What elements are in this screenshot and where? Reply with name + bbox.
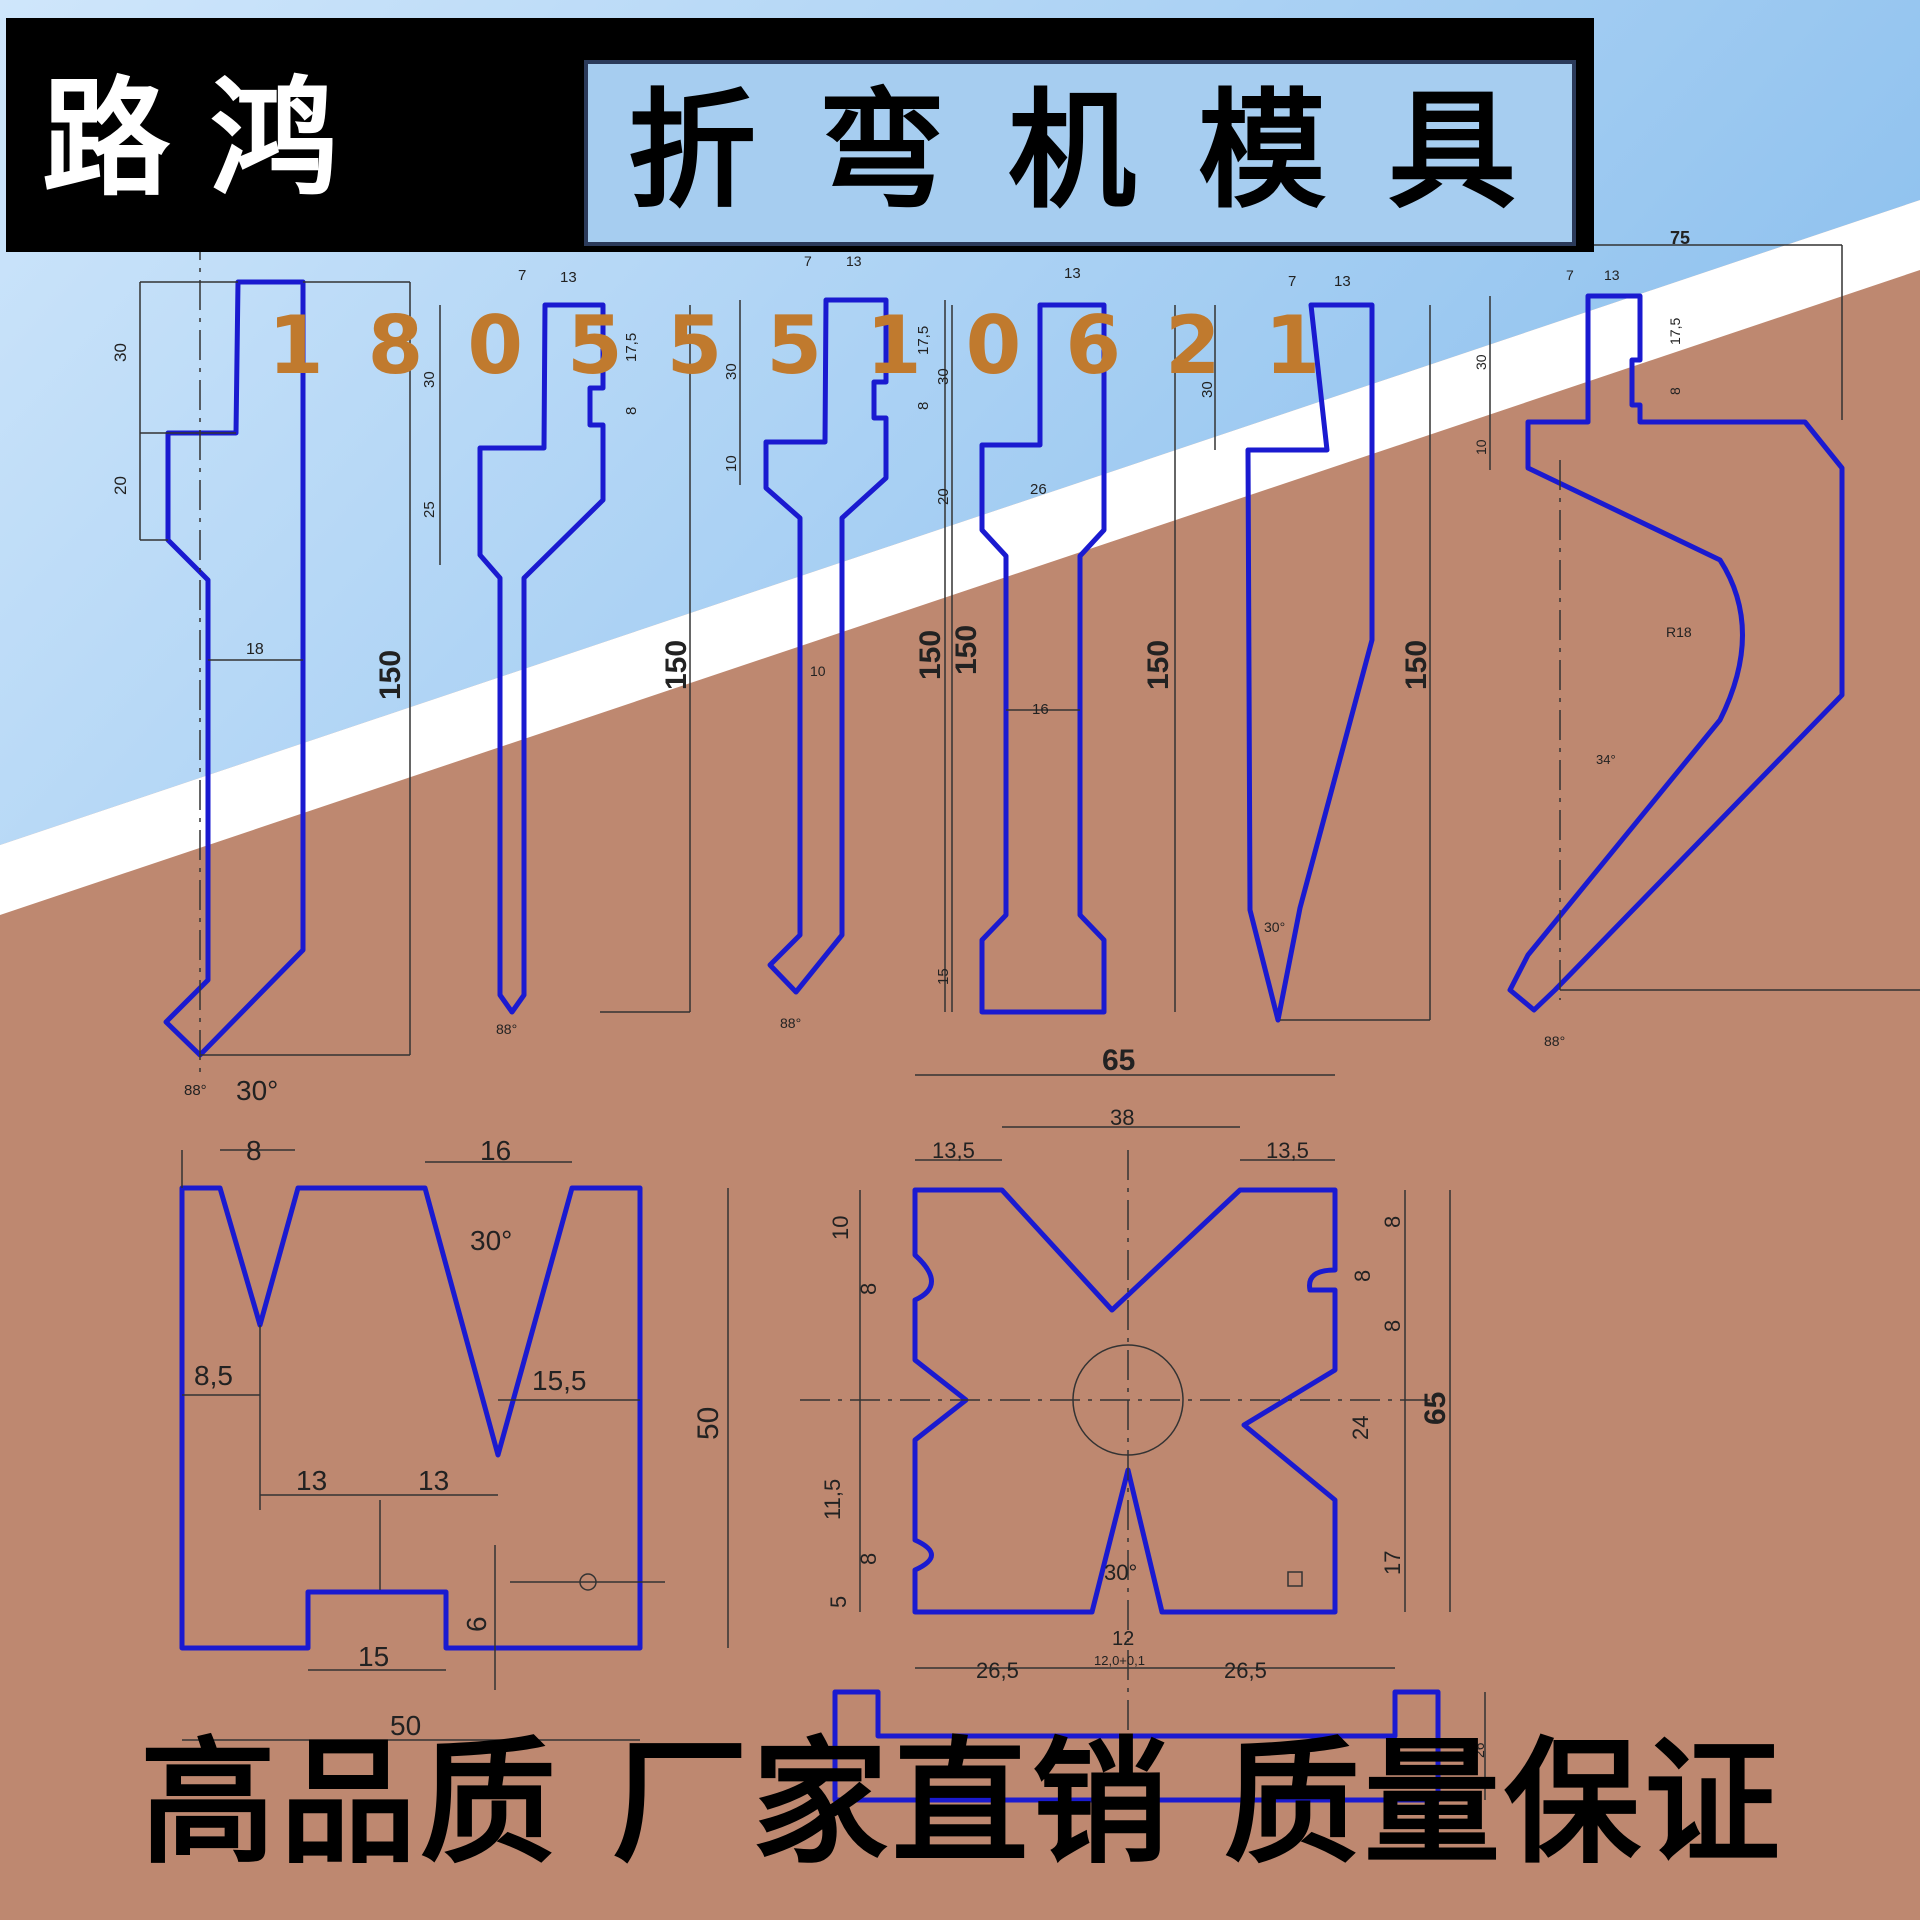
p6-dim-88: 88°: [1544, 1033, 1565, 1049]
die1-dim-15-5: 15,5: [532, 1365, 587, 1396]
clamp-outline: [832, 1689, 1441, 1803]
p4-dim-30: 30: [935, 368, 952, 385]
die1-dim-13b: 13: [418, 1465, 449, 1496]
p1-dim-18: 18: [246, 641, 264, 658]
p2-dim-17-5: 17,5: [623, 333, 640, 362]
die1-dim-8: 8: [246, 1135, 262, 1166]
p2-dim-angle: 88°: [496, 1021, 517, 1037]
p1-dim-150: 150: [374, 650, 407, 700]
p6-dim-10: 10: [1473, 439, 1489, 455]
p3-dim-8: 8: [915, 402, 932, 410]
die2-dim-17: 17: [1380, 1551, 1405, 1575]
die1-dim-30b: 30°: [470, 1225, 512, 1256]
die2-dim-38: 38: [1110, 1105, 1134, 1130]
p6-dim-7: 7: [1566, 267, 1574, 283]
p2-dim-25: 25: [421, 501, 438, 518]
header-bar: 路鸿 折弯机模具: [6, 18, 1594, 252]
die1-dim-50b: 50: [390, 1710, 421, 1741]
die2-dim-65a: 65: [1102, 1044, 1135, 1077]
die-2-outline: [912, 1187, 1338, 1615]
die1-dim-30a: 30°: [236, 1075, 278, 1106]
die1-dim-13a: 13: [296, 1465, 327, 1496]
phone-number: 18055510621: [268, 299, 1365, 392]
p3-dim-30: 30: [723, 363, 740, 380]
p3-dim-13: 13: [846, 253, 862, 269]
p5-dim-7: 7: [1288, 273, 1296, 290]
die2-dim-11-5: 11,5: [820, 1479, 845, 1520]
white-stripe: [0, 200, 1920, 915]
clamp-dim-26: 26: [1471, 1742, 1487, 1758]
p3-dim-17-5: 17,5: [915, 326, 932, 355]
slogan-guarantee: 质量保证: [1224, 1725, 1784, 1883]
die1-dim-50a: 50: [692, 1407, 725, 1440]
p4-dim-26: 26: [1030, 481, 1047, 498]
p4-dim-13: 13: [1064, 265, 1081, 282]
p6-dim-75: 75: [1670, 228, 1690, 248]
die2-dim-8a: 8: [856, 1283, 881, 1295]
p4-dim-20: 20: [935, 488, 952, 505]
p4-dim-150b: 150: [1142, 640, 1175, 690]
die2-dim-8e: 8: [856, 1553, 881, 1565]
page-title: 折弯机模具: [628, 77, 1579, 226]
p2-dim-30: 30: [421, 371, 438, 388]
die2-dim-13-5a: 13,5: [932, 1138, 975, 1163]
punch-1-outline: [163, 279, 306, 1058]
p1-dim-30: 30: [111, 343, 130, 362]
p6-dim-17-5: 17,5: [1667, 318, 1683, 345]
punch-4-outline: [979, 302, 1107, 1015]
p2-dim-13: 13: [560, 269, 577, 286]
die2-dim-26-5a: 26,5: [976, 1658, 1019, 1683]
p6-dim-30: 30: [1473, 354, 1489, 370]
p2-dim-150: 150: [660, 640, 693, 690]
die2-dim-5: 5: [826, 1596, 851, 1608]
die2-dim-10: 10: [828, 1216, 853, 1240]
punch-6-outline: [1507, 293, 1845, 1013]
p3-dim-10b: 10: [810, 663, 826, 679]
die2-dim-24: 24: [1348, 1416, 1373, 1440]
p5-dim-13: 13: [1334, 273, 1351, 290]
die1-dim-8-5: 8,5: [194, 1360, 233, 1391]
die2-dim-8c: 8: [1350, 1270, 1375, 1282]
die2-dim-26-5b: 26,5: [1224, 1658, 1267, 1683]
p4-dim-150a: 150: [950, 625, 983, 675]
die2-dim-8b: 8: [1380, 1216, 1405, 1228]
die2-dim-30: 30°: [1104, 1560, 1137, 1585]
die1-dim-6: 6: [461, 1616, 492, 1632]
p6-dim-r18: R18: [1666, 624, 1692, 640]
slogan-quality: 高品质: [140, 1725, 560, 1883]
die1-dim-16: 16: [480, 1135, 511, 1166]
p6-dim-8: 8: [1667, 387, 1683, 395]
punch-5-outline: [1245, 302, 1375, 1023]
title-box: 折弯机模具: [584, 60, 1576, 246]
die1-dim-15: 15: [358, 1641, 389, 1672]
brand-name: 路鸿: [42, 65, 379, 214]
die-1-outline: [179, 1185, 643, 1651]
p3-dim-10a: 10: [723, 455, 740, 472]
p1-dim-20: 20: [111, 476, 130, 495]
p6-dim-34: 34°: [1596, 752, 1616, 767]
p2-dim-7: 7: [518, 267, 526, 284]
p5-dim-angle: 30°: [1264, 919, 1285, 935]
p2-dim-8: 8: [623, 407, 640, 415]
die2-dim-12-tol: 12,0+0,1: [1094, 1653, 1145, 1668]
die2-dim-13-5b: 13,5: [1266, 1138, 1309, 1163]
punch-3-outline: [763, 297, 889, 995]
die2-dim-8d: 8: [1380, 1320, 1405, 1332]
p3-dim-7: 7: [804, 253, 812, 269]
punch-2-outline: [477, 302, 606, 1015]
slogan: 高品质厂家直销质量保证: [140, 1736, 1836, 1872]
p6-dim-13: 13: [1604, 267, 1620, 283]
p4-dim-16: 16: [1032, 701, 1049, 718]
die2-dim-65b: 65: [1419, 1392, 1452, 1425]
p1-dim-angle: 88°: [184, 1082, 207, 1099]
p4-dim-15: 15: [935, 968, 952, 985]
p5-dim-150: 150: [1400, 640, 1433, 690]
p5-dim-30: 30: [1199, 381, 1216, 398]
p3-dim-150: 150: [914, 630, 947, 680]
p3-dim-angle: 88°: [780, 1015, 801, 1031]
die2-dim-12: 12: [1112, 1628, 1134, 1650]
slogan-direct-sale: 厂家直销: [612, 1725, 1172, 1883]
